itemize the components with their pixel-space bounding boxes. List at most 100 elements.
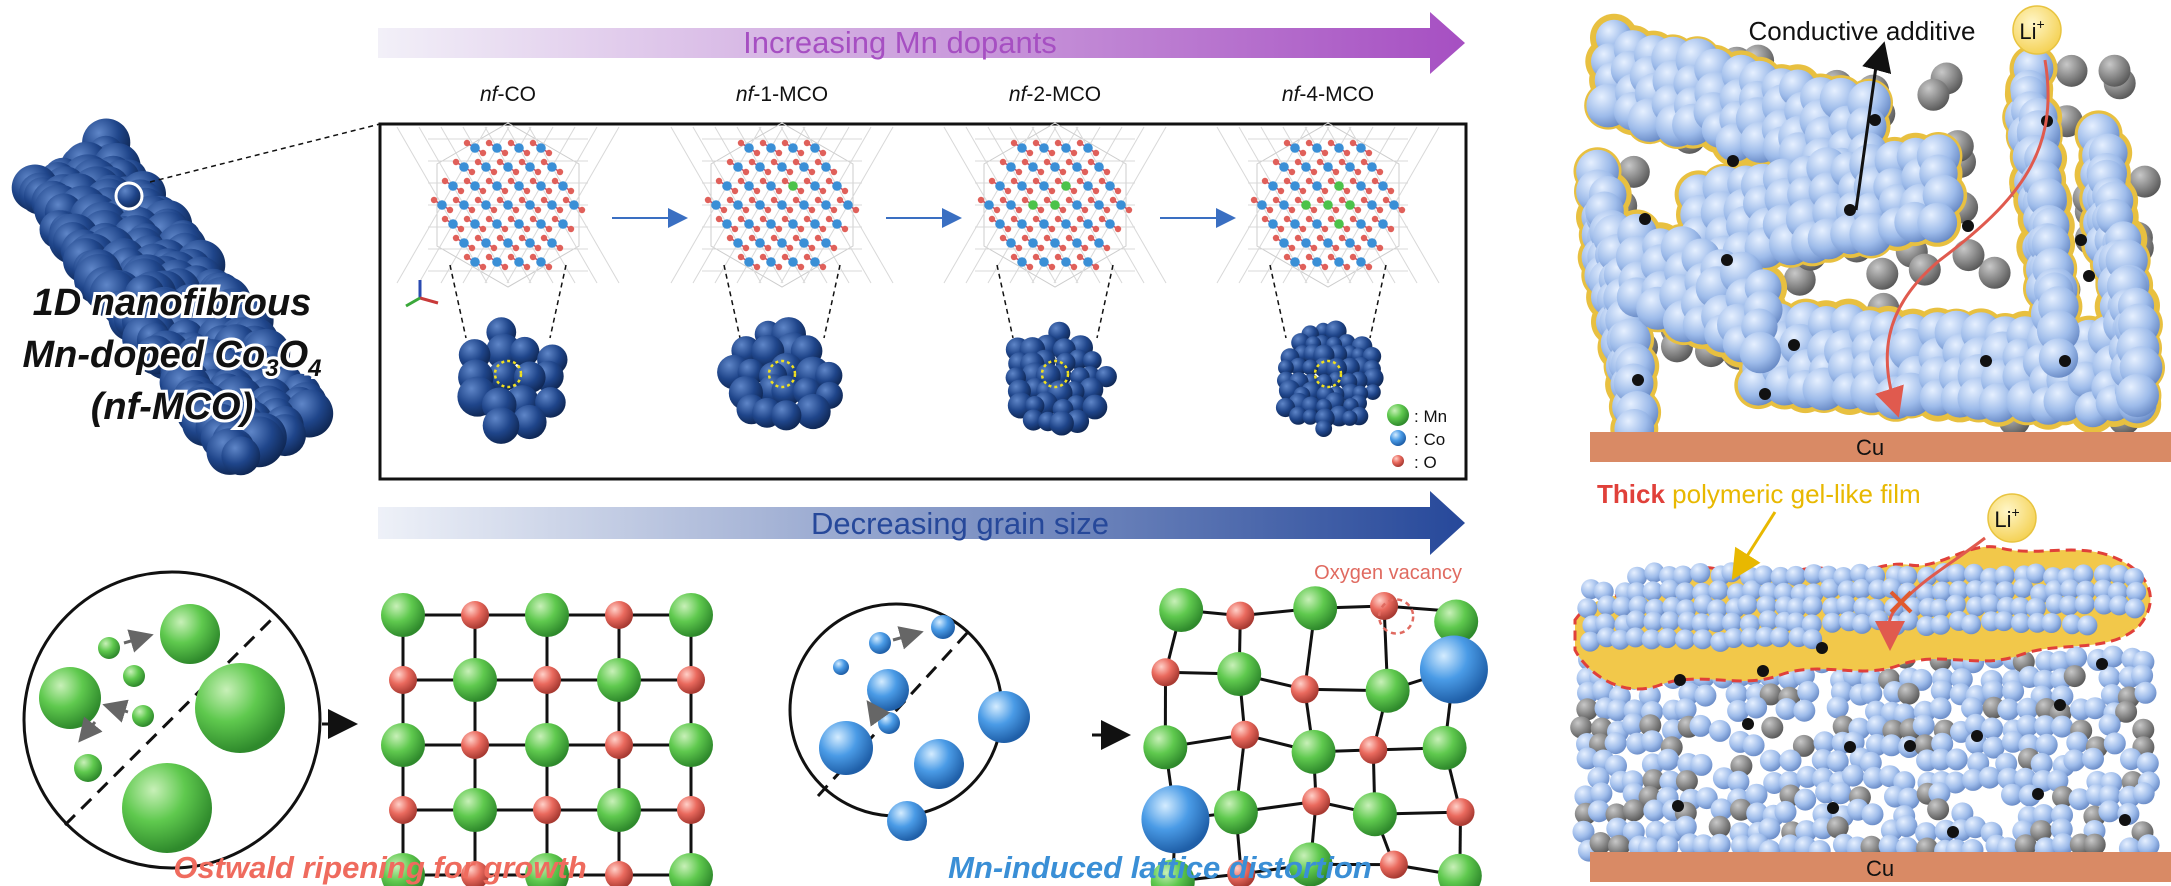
o-atom xyxy=(479,263,487,271)
o-atom xyxy=(737,139,745,147)
axis-triad-icon xyxy=(405,280,439,308)
grain xyxy=(771,375,802,407)
o-atom xyxy=(830,244,838,252)
o-atom xyxy=(792,158,800,166)
highlight-ring xyxy=(493,359,523,389)
mn-atom xyxy=(1345,200,1355,210)
co-atom-large xyxy=(1141,785,1210,854)
grain xyxy=(771,400,802,431)
carbon-dot xyxy=(2119,814,2131,826)
o-atom xyxy=(468,168,476,176)
sample-label-co: nf-CO xyxy=(480,83,536,106)
o-atom xyxy=(452,196,460,204)
o-atom xyxy=(1343,149,1351,157)
active-particle xyxy=(1580,631,1601,652)
svg-text:Li+: Li+ xyxy=(1994,504,2019,532)
crystal-structure xyxy=(943,122,1167,339)
co-atom xyxy=(744,143,754,153)
o-atom xyxy=(988,215,996,223)
o-atom xyxy=(1349,139,1357,147)
active-particle xyxy=(1638,684,1661,707)
o-atom xyxy=(512,168,520,176)
active-particle xyxy=(1675,629,1695,650)
co-atom xyxy=(1389,200,1399,210)
crystal-structure xyxy=(670,122,894,339)
o-atom xyxy=(781,253,789,261)
o-atom xyxy=(1272,158,1280,166)
co-atom xyxy=(788,257,798,267)
carbon-particle xyxy=(2055,54,2088,87)
active-particle xyxy=(1881,578,1902,598)
o-atom xyxy=(512,244,520,252)
o-atom xyxy=(1043,196,1051,204)
o-atom xyxy=(764,206,772,214)
o-atom xyxy=(792,234,800,242)
co-atom xyxy=(788,143,798,153)
mn-atom xyxy=(788,181,798,191)
o-atom xyxy=(775,225,783,233)
co-atom xyxy=(744,257,754,267)
carbon-dot xyxy=(1904,740,1916,752)
active-particle xyxy=(2014,834,2037,857)
lattice-distortion-caption: Mn-induced lattice distortion xyxy=(948,850,1372,885)
o-atom xyxy=(1026,187,1034,195)
co-atom xyxy=(1083,181,1093,191)
co-atom xyxy=(470,143,480,153)
active-particle xyxy=(2038,338,2079,378)
o-atom xyxy=(1048,263,1056,271)
o-atom xyxy=(1321,225,1329,233)
grain xyxy=(535,387,566,418)
o-atom xyxy=(825,215,833,223)
active-particle xyxy=(1657,628,1678,649)
o-atom xyxy=(770,158,778,166)
co-atom xyxy=(1072,200,1082,210)
active-particle xyxy=(1931,581,1952,602)
co-atom xyxy=(843,200,853,210)
o-atom xyxy=(1043,158,1051,166)
blocked-icon xyxy=(1889,590,1913,614)
co-atom xyxy=(1094,200,1104,210)
active-particle xyxy=(1740,627,1761,648)
co-atom xyxy=(711,200,721,210)
active-particle xyxy=(1794,788,1817,811)
active-particle xyxy=(1659,579,1680,600)
small-particle xyxy=(74,754,102,782)
active-particle xyxy=(1641,629,1662,650)
o-atom xyxy=(764,168,772,176)
active-particle xyxy=(2014,767,2037,790)
o-atom xyxy=(1054,177,1062,185)
o-atom xyxy=(556,206,564,214)
grain-cluster xyxy=(1005,321,1117,436)
co-atom xyxy=(1323,238,1333,248)
o-atom xyxy=(726,196,734,204)
o-atom xyxy=(759,139,767,147)
o-atom xyxy=(742,206,750,214)
o-atom xyxy=(1382,196,1390,204)
highlight-ring xyxy=(1313,359,1343,389)
large-particle xyxy=(195,663,285,753)
o-atom xyxy=(1103,206,1111,214)
active-particle xyxy=(1691,613,1712,634)
o-atom xyxy=(677,796,705,824)
o-atom xyxy=(1365,225,1373,233)
active-particle xyxy=(1826,750,1849,773)
o-atom xyxy=(797,263,805,271)
active-particle xyxy=(1945,594,1966,615)
active-particle xyxy=(1851,578,1872,599)
o-atom xyxy=(803,215,811,223)
o-atom xyxy=(1070,225,1078,233)
o-atom xyxy=(726,234,734,242)
carbon-dot xyxy=(1844,204,1856,216)
grain xyxy=(1302,409,1319,425)
co-atom xyxy=(525,162,535,172)
active-particle xyxy=(1995,581,2016,602)
co-atom xyxy=(536,143,546,153)
o-atom xyxy=(1327,215,1335,223)
active-particle xyxy=(2001,783,2023,806)
mn-atom xyxy=(1143,725,1188,770)
o-atom xyxy=(1098,177,1106,185)
active-particle xyxy=(2131,664,2154,687)
carbon-dot xyxy=(1727,155,1739,167)
o-atom xyxy=(507,215,515,223)
active-particle xyxy=(2083,833,2106,856)
